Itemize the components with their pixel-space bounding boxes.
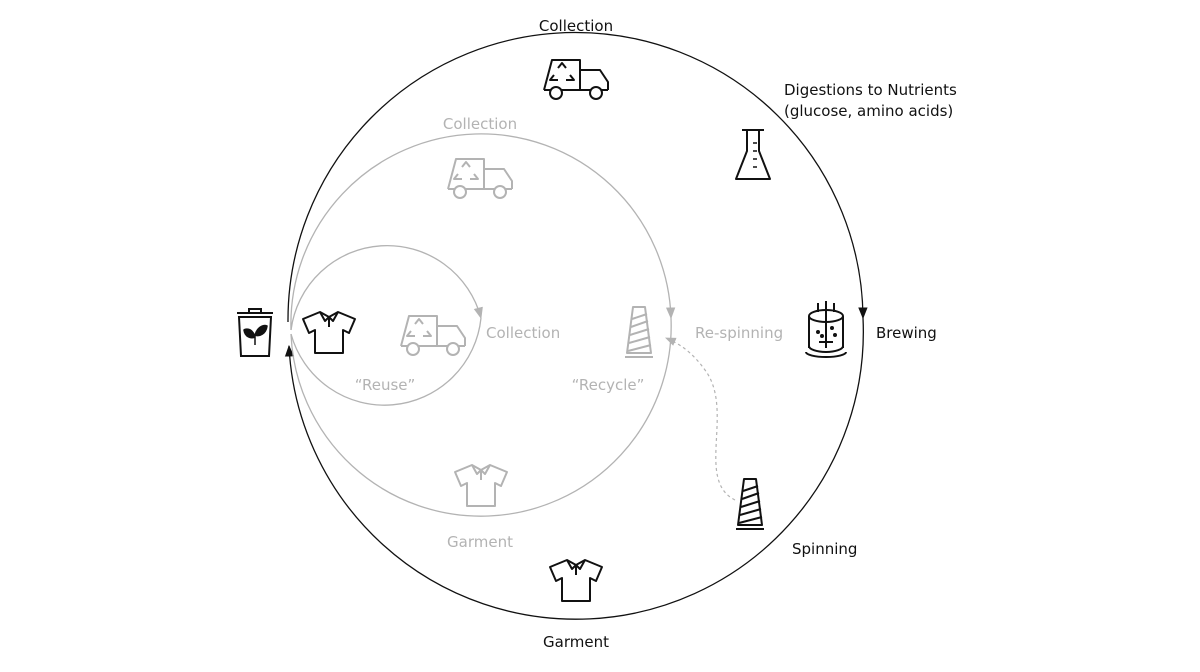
reuse-cycle-label: “Reuse” [355,376,416,394]
respinning-link [665,337,736,501]
brewing-label: Brewing [876,324,937,342]
spinning-label: Spinning [792,540,857,558]
recycle-garment-label: Garment [447,533,513,551]
respinning-label: Re-spinning [695,324,783,342]
recycle-cycle-label: “Recycle” [572,376,645,394]
shirt-icon [454,464,508,507]
recycle-cycle-ring [290,133,676,331]
digestion-label: Digestions to Nutrients [784,81,957,99]
compost-bin-icon [237,308,273,357]
yarn-spool-icon [735,478,765,530]
outer-garment-label: Garment [543,633,609,651]
yarn-spool-icon [624,306,654,358]
shirt-icon [302,311,356,354]
recycle-cycle-ring-bottom [290,317,672,517]
fermenter-icon [805,301,847,358]
reuse-cycle-ring-bottom [290,317,482,406]
recycling-truck-icon [543,59,609,100]
recycle-collection-label: Collection [443,115,517,133]
flask-icon [735,129,771,180]
reuse-cycle-ring [290,244,483,331]
reuse-collection-label: Collection [486,324,560,342]
outer-collection-label: Collection [539,17,613,35]
outer-cycle-ring-top [287,31,868,323]
recycling-truck-icon [400,315,466,356]
outer-cycle-ring-bottom [284,317,864,620]
digestion-detail-label: (glucose, amino acids) [784,102,953,120]
shirt-icon [549,559,603,602]
recycling-truck-icon [447,158,513,199]
